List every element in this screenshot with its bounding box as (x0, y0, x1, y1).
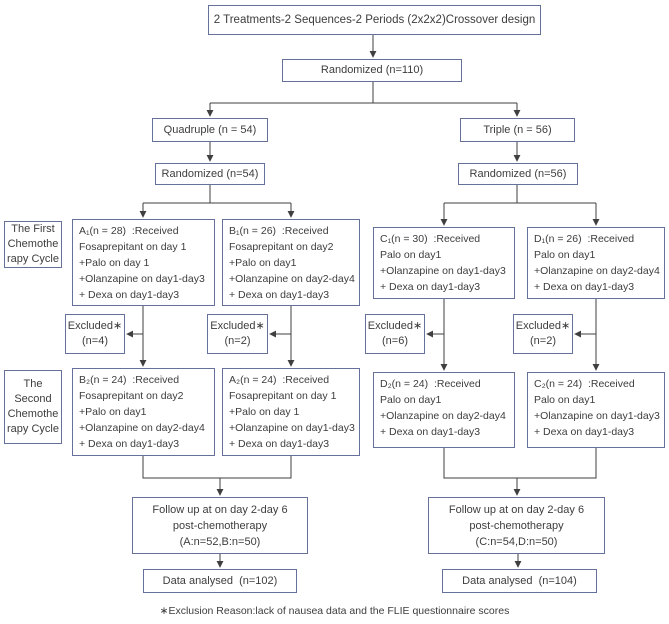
box-line: +Olanzapine on day2-day4 (79, 422, 205, 434)
box-group-a1: A₁(n = 28) :Received Fosaprepitant on da… (72, 219, 215, 306)
box-group-a2: A₂(n = 24) :Received Fosaprepitant on da… (222, 368, 360, 456)
box-excluded-d: Excluded∗ (n=2) (513, 314, 573, 354)
box-line: +Olanzapine on day1-day3 (534, 410, 660, 422)
label-line: Second (14, 393, 52, 405)
box-arm-triple: Triple (n = 56) (460, 118, 575, 142)
box-group-d1: D₁(n = 26) :Received Palo on day1 +Olanz… (527, 227, 665, 299)
box-group-b2: B₂(n = 24) :Received Fosaprepitant on da… (72, 368, 215, 456)
box-line: + Dexa on day1-day3 (380, 281, 481, 293)
box-line: C₂(n = 24) :Received (534, 378, 635, 390)
box-line: (n=2) (530, 335, 556, 347)
box-line: Palo on day1 (534, 249, 596, 261)
box-randomized-quadruple: Randomized (n=54) (155, 163, 265, 185)
box-line: + Dexa on day1-day3 (229, 289, 330, 301)
box-excluded-b: Excluded∗ (n=2) (207, 314, 268, 354)
box-group-c2: C₂(n = 24) :Received Palo on day1 +Olanz… (527, 372, 665, 448)
box-line: Fosaprepitant on day2 (229, 241, 334, 253)
box-excluded-c: Excluded∗ (n=6) (365, 314, 425, 354)
box-excluded-a: Excluded∗ (n=4) (65, 314, 125, 354)
box-line: (C:n=54,D:n=50) (475, 535, 558, 548)
box-line: Fosaprepitant on day 1 (229, 390, 337, 402)
arrow-group (126, 35, 600, 568)
box-data-analysed-cd: Data analysed (n=104) (442, 569, 597, 593)
box-line: + Dexa on day1-day3 (380, 426, 481, 438)
box-randomized-all: Randomized (n=110) (282, 59, 462, 82)
label-second-chemotherapy-cycle: The Second Chemothe rapy Cycle (4, 370, 62, 444)
box-line: A₂(n = 24) :Received (229, 374, 330, 386)
box-line: Follow up at on day 2-day 6 (448, 503, 585, 516)
label-line: Chemothe (7, 238, 59, 250)
box-line: +Olanzapine on day2-day4 (229, 273, 355, 285)
box-line: D₂(n = 24) :Received (380, 378, 481, 390)
box-line: D₁(n = 26) :Received (534, 233, 635, 245)
box-line: (n=4) (82, 335, 108, 347)
box-line: (n=2) (224, 335, 251, 347)
box-line: + Dexa on day1-day3 (229, 438, 330, 450)
box-group-b1: B₁(n = 26) :Received Fosaprepitant on da… (222, 219, 360, 306)
box-line: Excluded∗ (67, 320, 123, 332)
box-line: +Olanzapine on day1-day3 (229, 422, 355, 434)
box-line: +Palo on day1 (229, 257, 297, 269)
box-group-d2: D₂(n = 24) :Received Palo on day1 +Olanz… (373, 372, 515, 448)
box-line: +Olanzapine on day2-day4 (534, 265, 660, 277)
box-data-analysed-ab: Data analysed (n=102) (143, 569, 297, 593)
box-line: post-chemotherapy (172, 519, 268, 532)
box-line: +Palo on day 1 (79, 257, 150, 269)
box-followup-cd: Follow up at on day 2-day 6 post-chemoth… (428, 497, 605, 554)
box-line: + Dexa on day1-day3 (79, 438, 180, 450)
label-line: Chemothe (7, 408, 59, 420)
box-line: +Olanzapine on day2-day4 (380, 410, 506, 422)
box-group-c1: C₁(n = 30) :Received Palo on day1 +Olanz… (373, 227, 515, 299)
box-line: Palo on day1 (380, 249, 442, 261)
box-line: Excluded∗ (515, 320, 571, 332)
box-followup-ab: Follow up at on day 2-day 6 post-chemoth… (132, 497, 308, 554)
box-line: +Palo on day 1 (229, 406, 300, 418)
box-line: + Dexa on day1-day3 (534, 426, 635, 438)
box-study-design-title: 2 Treatments-2 Sequences-2 Periods (2x2x… (208, 5, 541, 35)
box-line: post-chemotherapy (469, 519, 564, 532)
box-line: (n=6) (382, 335, 408, 347)
label-line: The (23, 378, 43, 390)
box-line: + Dexa on day1-day3 (534, 281, 635, 293)
box-line: Follow up at on day 2-day 6 (152, 503, 288, 516)
box-line: Fosaprepitant on day 1 (79, 241, 187, 253)
box-line: B₂(n = 24) :Received (79, 374, 180, 386)
box-line: Palo on day1 (534, 394, 596, 406)
box-line: A₁(n = 28) :Received (79, 225, 179, 237)
box-line: Palo on day1 (380, 394, 442, 406)
box-line: B₁(n = 26) :Received (229, 225, 329, 237)
label-first-chemotherapy-cycle: The First Chemothe rapy Cycle (4, 221, 62, 268)
box-line: (A:n=52,B:n=50) (179, 535, 261, 548)
box-line: Fosaprepitant on day2 (79, 390, 184, 402)
box-line: + Dexa on day1-day3 (79, 289, 180, 301)
exclusion-reason-footnote: ∗Exclusion Reason:lack of nausea data an… (159, 605, 510, 617)
label-line: rapy Cycle (7, 253, 59, 265)
box-line: Excluded∗ (210, 320, 265, 332)
box-line: C₁(n = 30) :Received (380, 233, 481, 245)
label-line: The First (11, 223, 55, 235)
box-line: +Olanzapine on day1-day3 (79, 273, 205, 285)
box-arm-quadruple: Quadruple (n = 54) (152, 118, 268, 142)
box-line: +Palo on day1 (79, 406, 147, 418)
box-line: Excluded∗ (367, 320, 423, 332)
label-line: rapy Cycle (7, 423, 59, 435)
box-line: +Olanzapine on day1-day3 (380, 265, 506, 277)
box-randomized-triple: Randomized (n=56) (458, 163, 578, 185)
